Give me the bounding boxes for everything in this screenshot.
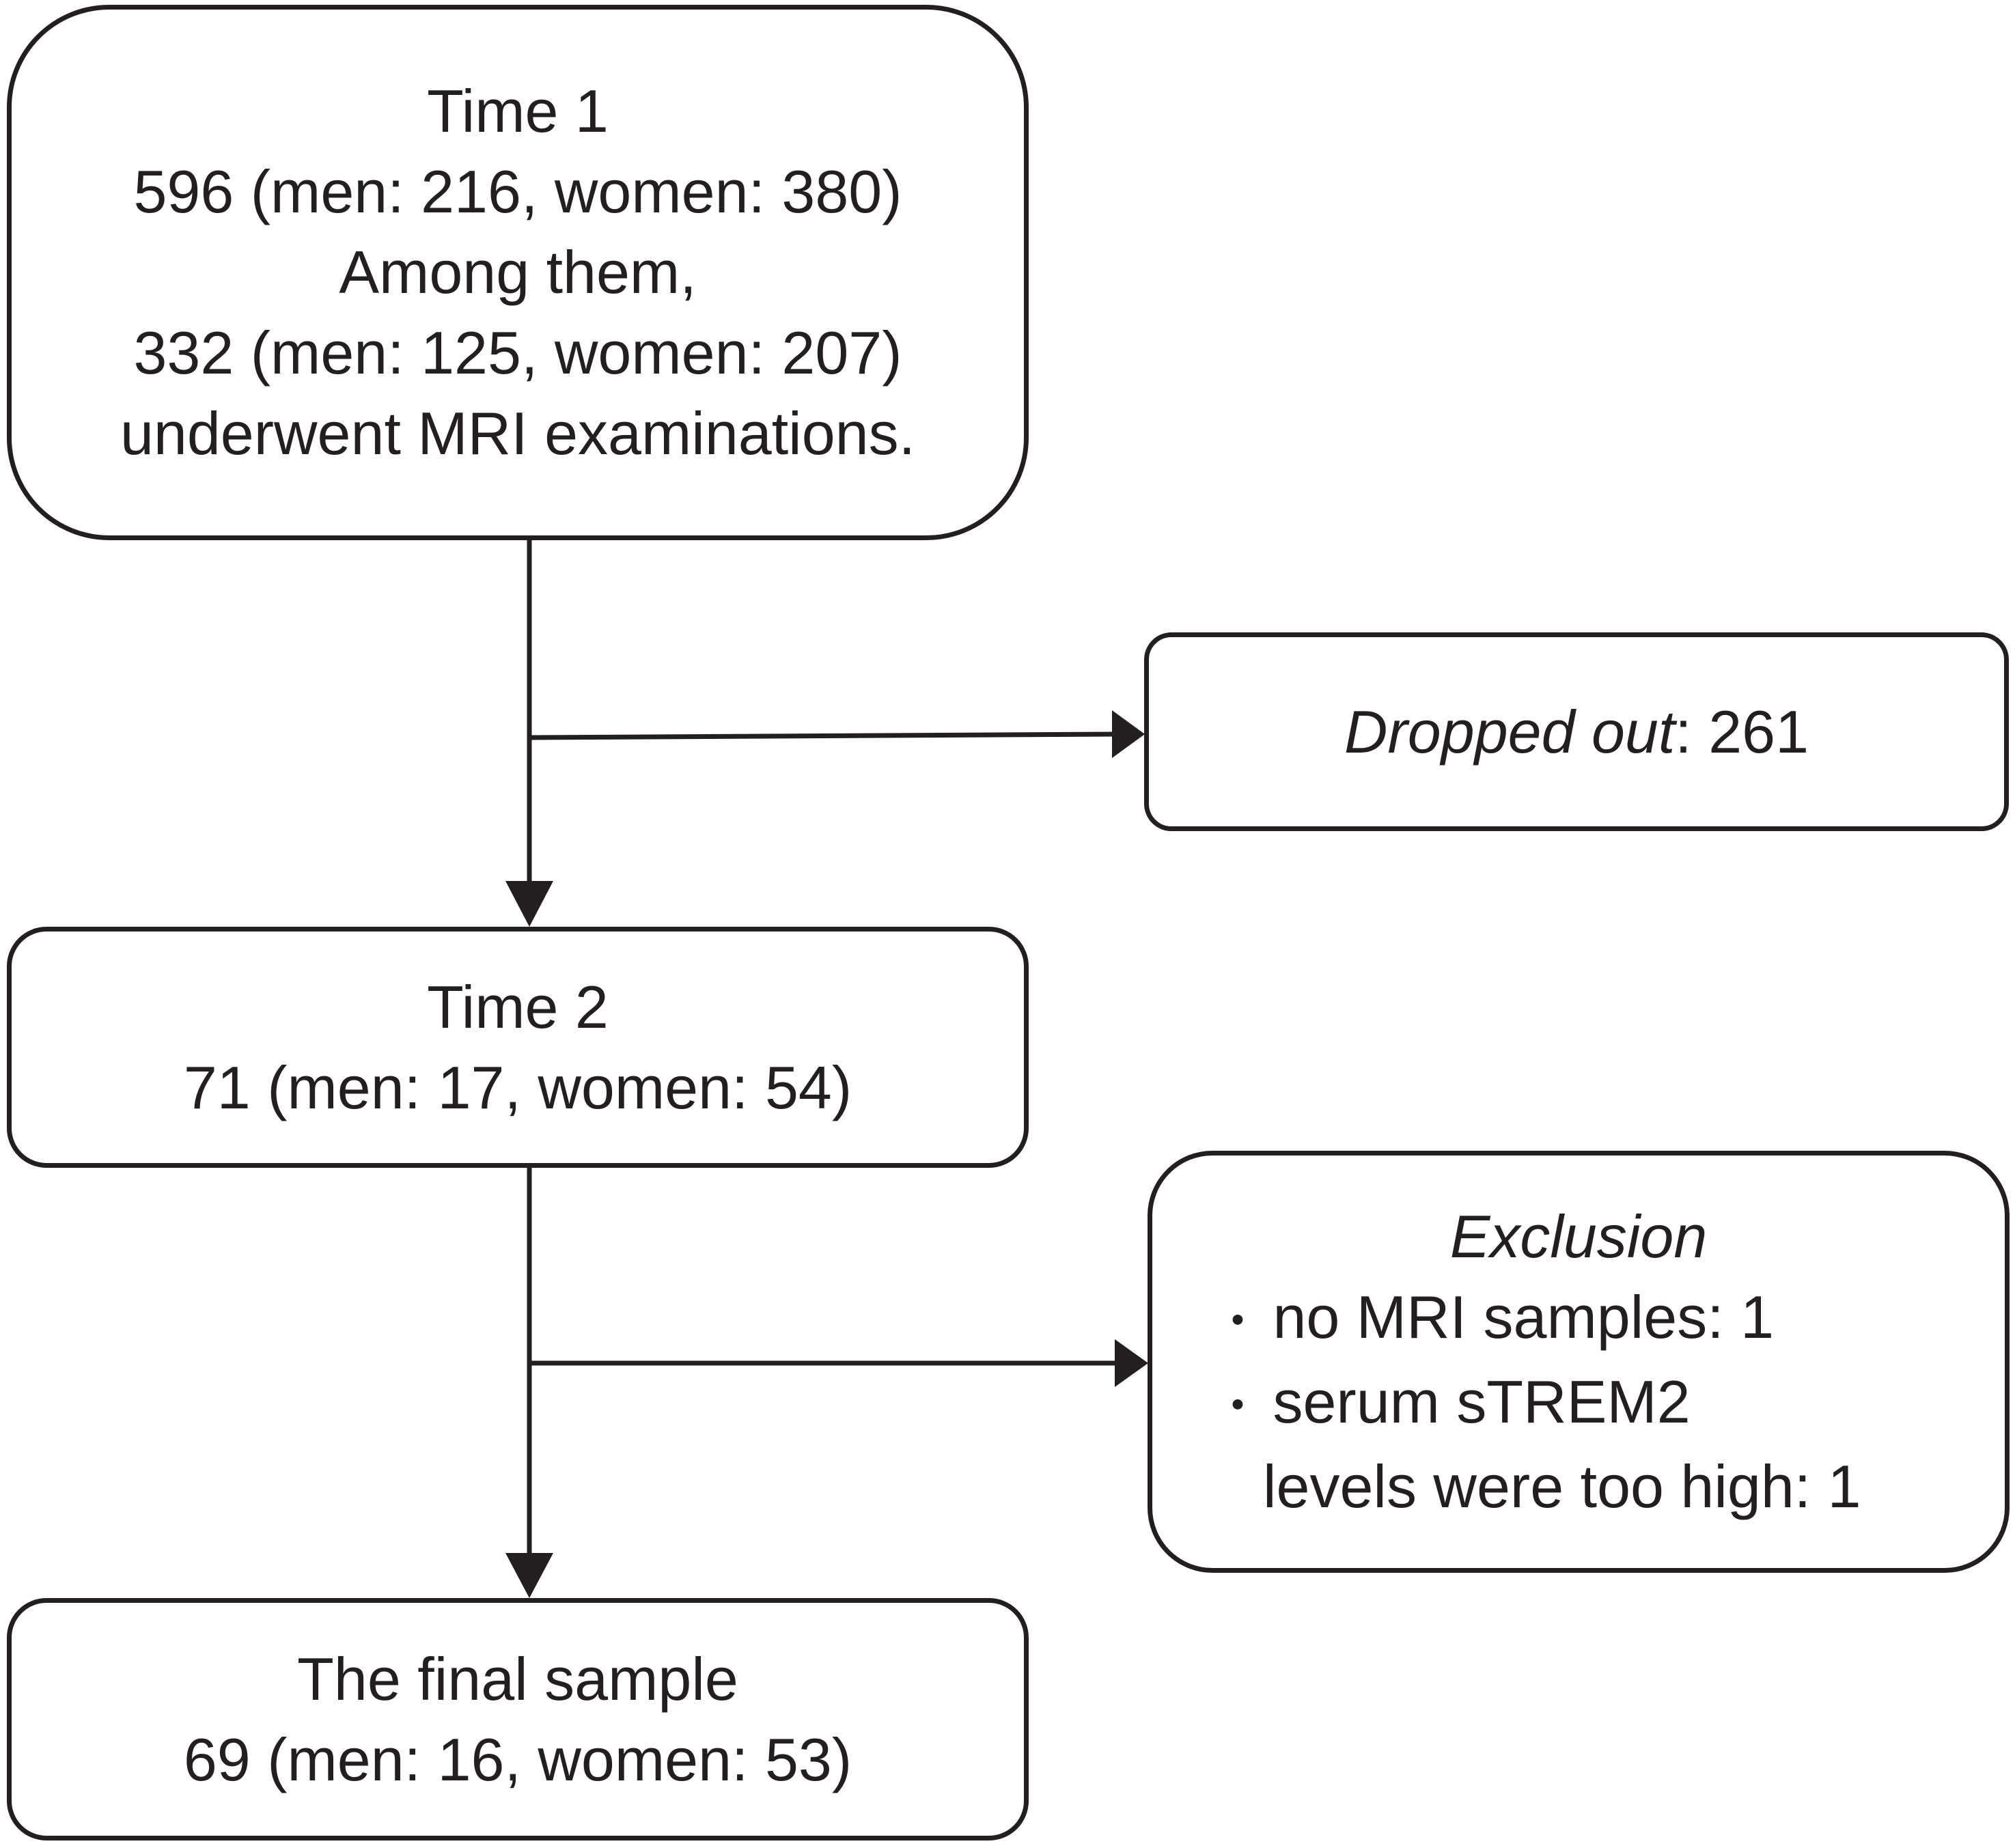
arrowhead-time2 bbox=[505, 881, 553, 927]
arrowhead-exclusion bbox=[1115, 1339, 1148, 1387]
dropped-out-box: Dropped out: 261 bbox=[1144, 632, 2009, 831]
final-sample-title: The final sample bbox=[297, 1644, 738, 1713]
exclusion-title: Exclusion bbox=[1449, 1203, 1708, 1270]
time2-title: Time 2 bbox=[427, 972, 609, 1041]
exclusion-item-strem2-text: serum sTREM2 bbox=[1273, 1368, 1691, 1436]
final-sample-total: 69 (men: 16, women: 53) bbox=[183, 1725, 852, 1793]
dropped-out-line: Dropped out: 261 bbox=[1344, 692, 1809, 772]
time1-mri-count: 332 (men: 125, women: 207) bbox=[133, 319, 902, 387]
arrowhead-final bbox=[505, 1553, 553, 1598]
exclusion-item-no-mri: ・ no MRI samples: 1 bbox=[1214, 1277, 1774, 1362]
time1-mri-text: underwent MRI examinations. bbox=[120, 400, 916, 467]
arrowhead-dropped bbox=[1112, 710, 1145, 758]
time1-total: 596 (men: 216, women: 380) bbox=[133, 158, 902, 225]
dropped-out-label: Dropped out bbox=[1344, 697, 1676, 766]
bullet-icon: ・ bbox=[1214, 1295, 1262, 1348]
time2-total: 71 (men: 17, women: 54) bbox=[183, 1053, 852, 1121]
dropped-out-value: : 261 bbox=[1675, 697, 1809, 766]
time1-box: Time 1 596 (men: 216, women: 380) Among … bbox=[7, 5, 1029, 540]
exclusion-item-strem2: ・ serum sTREM2 bbox=[1214, 1362, 1691, 1446]
exclusion-item-no-mri-text: no MRI samples: 1 bbox=[1273, 1283, 1775, 1351]
time1-title: Time 1 bbox=[427, 77, 609, 145]
bullet-icon: ・ bbox=[1214, 1380, 1262, 1433]
time2-box: Time 2 71 (men: 17, women: 54) bbox=[7, 927, 1029, 1168]
exclusion-item-strem2-continued: levels were too high: 1 bbox=[1263, 1453, 1861, 1520]
time1-among: Among them, bbox=[339, 238, 697, 306]
final-sample-box: The final sample 69 (men: 16, women: 53) bbox=[7, 1598, 1029, 1840]
exclusion-box: Exclusion ・ no MRI samples: 1 ・ serum sT… bbox=[1148, 1151, 2010, 1573]
arrow-to-dropped-shaft bbox=[529, 731, 1117, 740]
